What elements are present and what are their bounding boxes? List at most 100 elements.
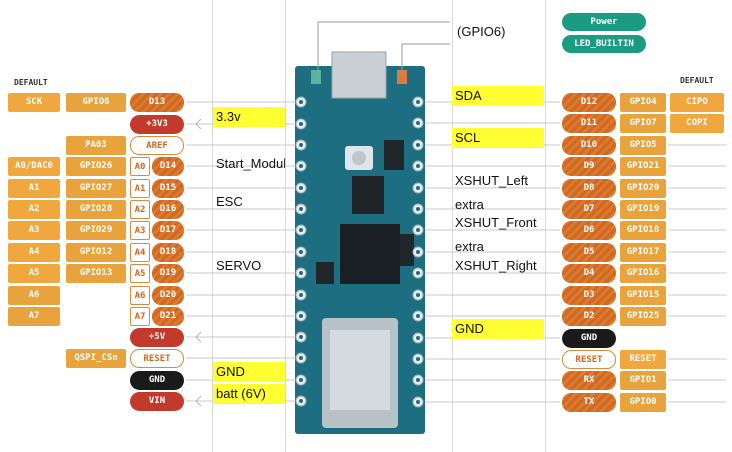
gpio-label: QSPI_CSn — [66, 349, 126, 368]
power-led-line — [317, 21, 450, 78]
pin-hole — [416, 293, 420, 297]
power-pin-label: VIN — [130, 392, 184, 411]
pin-hole — [299, 314, 303, 318]
reset-button-cap — [352, 151, 366, 165]
pin-hole — [299, 164, 303, 168]
main-mcu-chip — [340, 224, 400, 284]
power-pin-label: +3V3 — [130, 115, 184, 134]
aref-pin-label: AREF — [130, 136, 184, 155]
pin-hole — [299, 250, 303, 254]
digital-pin-label: D7 — [562, 200, 616, 219]
small-chip — [316, 262, 334, 284]
digital-pin-label: D16 — [152, 200, 184, 219]
grid-line — [285, 0, 286, 452]
pin-hole — [299, 100, 303, 104]
note-start-module: Start_Module — [216, 156, 285, 171]
leader-lines — [186, 101, 726, 403]
gpio-label: GPIO28 — [66, 200, 126, 219]
arrow-icon — [195, 118, 202, 130]
note-batt: batt (6V) — [213, 384, 285, 404]
gpio-label: GPIO27 — [66, 179, 126, 198]
pin-hole — [299, 356, 303, 360]
analog-label: A5 — [130, 264, 150, 283]
note-3v3: 3.3v — [213, 107, 285, 127]
reset-pin-label: RESET — [562, 350, 616, 369]
digital-pin-label: D21 — [152, 307, 184, 326]
analog-label: A4 — [130, 243, 150, 262]
pin-hole — [299, 293, 303, 297]
digital-pin-label: D15 — [152, 179, 184, 198]
pin-hole — [299, 186, 303, 190]
power-led — [311, 70, 321, 84]
note-extra-1: extra — [455, 197, 484, 212]
side-chip — [400, 234, 414, 266]
pin-hole — [416, 207, 420, 211]
gpio-label: PA03 — [66, 136, 126, 155]
power-led-tag: Power — [562, 13, 646, 31]
digital-pin-label: D18 — [152, 243, 184, 262]
default-label: A3 — [8, 221, 60, 240]
pin-hole — [299, 335, 303, 339]
note-gnd-right: GND — [452, 319, 544, 339]
default-label: A0/DAC0 — [8, 157, 60, 176]
digital-pin-label: D13 — [130, 93, 184, 112]
note-scl: SCL — [452, 128, 544, 148]
gpio-label: GPIO18 — [620, 221, 666, 240]
gpio-label: GPIO25 — [620, 307, 666, 326]
default-label: A4 — [8, 243, 60, 262]
pin-hole — [416, 357, 420, 361]
pin-hole — [299, 378, 303, 382]
default-label: A5 — [8, 264, 60, 283]
gpio-label: GPIO12 — [66, 243, 126, 262]
grid-line — [545, 0, 546, 452]
analog-label: A1 — [130, 179, 150, 198]
right-default-header: DEFAULT — [680, 76, 714, 85]
arrow-icon — [195, 331, 202, 343]
default-label: A2 — [8, 200, 60, 219]
digital-pin-label: D17 — [152, 221, 184, 240]
pin-hole — [416, 164, 420, 168]
arrow-icon — [195, 395, 202, 407]
digital-pin-label: D8 — [562, 179, 616, 198]
digital-pin-label: D11 — [562, 114, 616, 133]
pin-hole — [299, 122, 303, 126]
gpio-label: RESET — [620, 350, 666, 369]
arrow-marks — [195, 118, 202, 407]
rx-pin-label: RX — [562, 371, 616, 390]
pin-hole — [416, 100, 420, 104]
gpio-label: GPIO13 — [66, 264, 126, 283]
pin-hole — [299, 143, 303, 147]
pin-hole — [299, 207, 303, 211]
default-label: COPI — [670, 114, 724, 133]
note-xshut-front: XSHUT_Front — [455, 215, 537, 230]
digital-pin-label: D12 — [562, 93, 616, 112]
gpio-label: GPIO17 — [620, 243, 666, 262]
led-builtin-tag: LED_BUILTIN — [562, 35, 646, 53]
left-default-header: DEFAULT — [14, 78, 48, 87]
gpio-label: GPIO1 — [620, 371, 666, 390]
gpio6-note: (GPIO6) — [457, 24, 506, 39]
gpio-label: GPIO16 — [620, 264, 666, 283]
pin-hole — [416, 271, 420, 275]
analog-label: A2 — [130, 200, 150, 219]
digital-pin-label: D9 — [562, 157, 616, 176]
gpio-label: A7 — [8, 307, 60, 326]
digital-pin-label: D2 — [562, 307, 616, 326]
reset-pin-label: RESET — [130, 349, 184, 368]
board-pads — [295, 96, 424, 408]
digital-pin-label: D3 — [562, 286, 616, 305]
note-sda: SDA — [452, 86, 544, 106]
gpio-label: GPIO0 — [620, 393, 666, 412]
digital-pin-label: D20 — [152, 286, 184, 305]
pin-hole — [416, 400, 420, 404]
pin-hole — [416, 121, 420, 125]
note-xshut-left: XSHUT_Left — [455, 173, 528, 188]
power-pin-label: +5V — [130, 328, 184, 347]
note-gnd-left: GND — [213, 362, 285, 382]
gpio-label: GPIO5 — [620, 136, 666, 155]
analog-label: A0 — [130, 157, 150, 176]
pin-hole — [416, 378, 420, 382]
gpio-label: GPIO6 — [66, 93, 126, 112]
